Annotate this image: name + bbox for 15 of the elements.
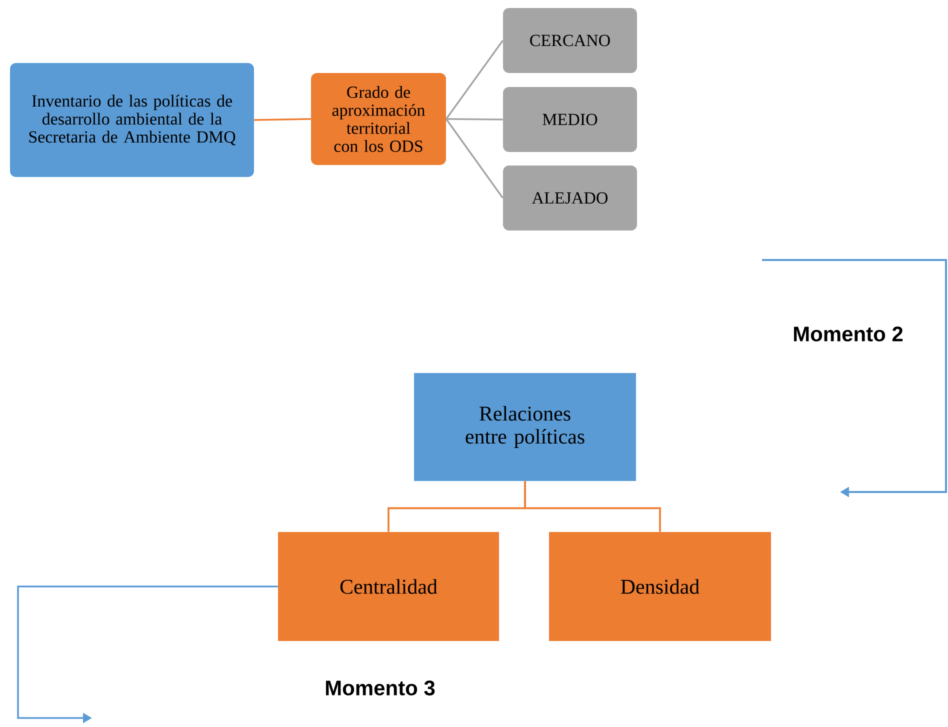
process-box: Grado de aproximación territorial con los ODS bbox=[311, 73, 446, 165]
section-label: Momento 3 bbox=[326, 680, 435, 696]
connector bbox=[445, 40, 504, 120]
section-label: Momento 2 bbox=[794, 326, 903, 342]
process-box: ALEJADO bbox=[503, 166, 637, 230]
connector bbox=[446, 118, 503, 120]
process-box: MEDIO bbox=[503, 87, 637, 152]
connector bbox=[445, 118, 504, 199]
process-box: Centralidad bbox=[278, 532, 499, 641]
process-box: Densidad bbox=[549, 532, 771, 641]
process-box: Relaciones entre políticas bbox=[414, 373, 636, 481]
connector bbox=[254, 118, 311, 121]
connector bbox=[524, 481, 661, 532]
process-box: Inventario de las políticas de desarrollo ambiental de la Secretaria de Ambiente DMQ bbox=[10, 63, 254, 177]
process-box: CERCANO bbox=[503, 8, 637, 73]
